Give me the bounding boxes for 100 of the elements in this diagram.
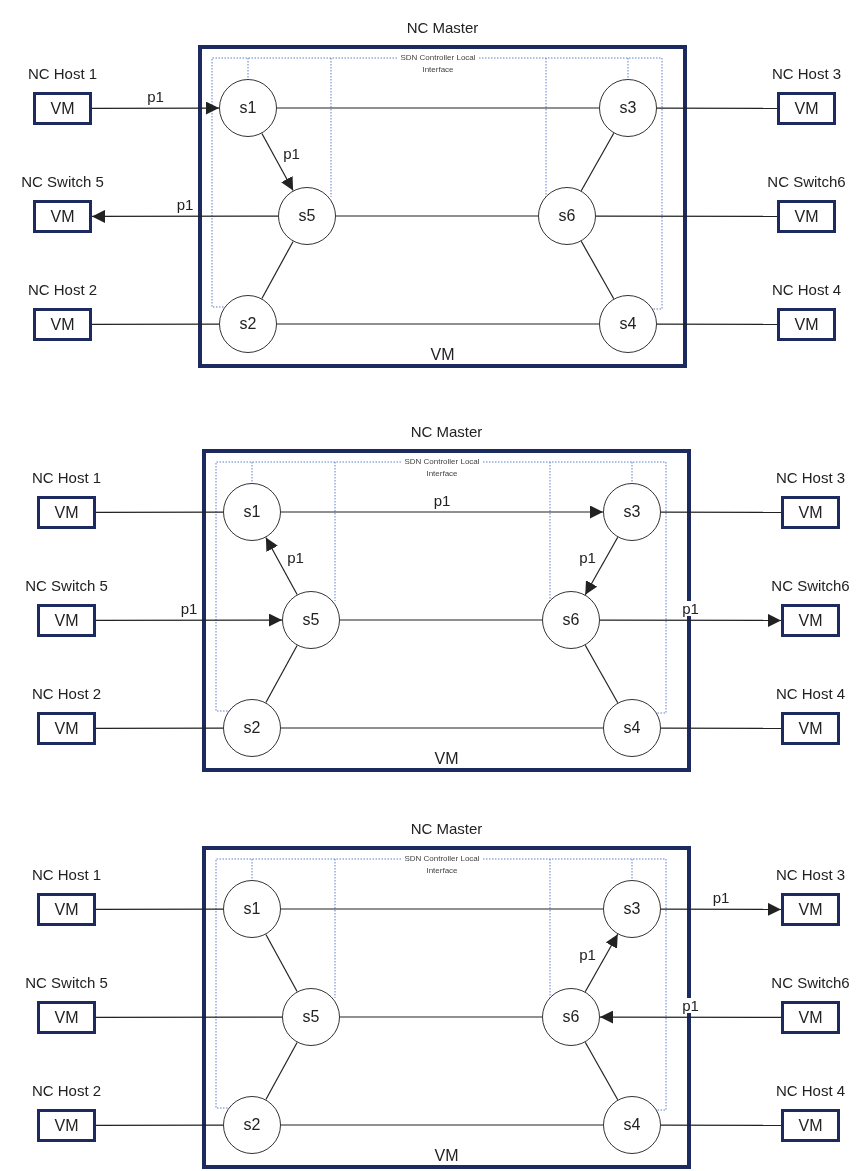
node-label: VM [54,611,79,630]
node-label: s4 [619,315,637,333]
connector [656,107,778,109]
node-label: VM [798,1116,823,1135]
node-heading: NC Master [410,423,483,440]
connector [580,240,615,300]
node-label: s4 [623,1116,641,1134]
node-label: s4 [623,719,641,737]
connector [280,505,604,519]
connector [276,107,600,109]
node-label: VM [798,719,823,738]
node-heading: NC Switch 5 [21,173,104,190]
connector [91,323,220,326]
node-heading: NC Host 1 [31,866,102,883]
node-label: VM [798,611,823,630]
node-label: s5 [302,611,320,629]
connector [339,1016,543,1018]
node-label: VM [798,1008,823,1027]
node-label: VM [50,315,75,334]
node-label: VM [798,503,823,522]
node-heading: NC Master [406,19,479,36]
node-label: VM [54,503,79,522]
node-label: VM [434,1147,459,1165]
node-label: VM [430,346,455,364]
connector [660,902,782,916]
connector [265,536,298,596]
node-heading: NC Host 2 [31,1082,102,1099]
node-heading: NC Host 1 [31,469,102,486]
node-label: s3 [623,503,641,521]
node-label: s1 [239,99,257,117]
connector [584,644,619,704]
node-heading: NC Master [410,820,483,837]
edge-label: p1 [282,146,301,162]
node-label: s2 [243,719,261,737]
edge-label: p1 [578,947,597,963]
connector [584,536,619,596]
connector [339,619,543,621]
node-label: VM [50,207,75,226]
connector [95,908,224,910]
connector [280,727,604,729]
connector [261,132,294,192]
node-label: s6 [562,1008,580,1026]
connector [584,933,619,993]
connector [276,323,600,325]
node-label: s2 [243,1116,261,1134]
node-label: VM [434,750,459,768]
connector [599,1010,782,1024]
node-label: VM [54,900,79,919]
node-heading: NC Host 1 [27,65,98,82]
connector [660,1124,782,1126]
connector [595,215,778,218]
node-heading: NC Switch6 [771,974,850,991]
connector [265,933,298,993]
node-label: s1 [243,503,261,521]
edge-label: p1 [711,890,731,906]
connector [656,323,778,326]
node-label: s2 [239,315,257,333]
node-heading: NC Host 3 [775,866,846,883]
node-label: VM [54,719,79,738]
node-heading: NC Host 3 [775,469,846,486]
connector [95,511,224,513]
edge-label: p1 [578,550,597,566]
edge-label: p1 [681,998,700,1014]
node-label: s6 [558,207,576,225]
connector [95,613,283,627]
connector [95,727,224,729]
node-heading: NC Switch 5 [25,974,108,991]
connector [280,908,604,910]
connector [280,1124,604,1126]
connector [660,511,782,513]
edge-label: p1 [432,493,452,508]
connector [599,613,782,627]
node-label: VM [798,900,823,919]
node-label: s3 [623,900,641,918]
node-label: s6 [562,611,580,629]
node-label: s5 [298,207,316,225]
node-heading: NC Switch6 [771,577,850,594]
node-heading: NC Host 4 [775,1082,846,1099]
connector [261,240,294,300]
connector [91,209,279,223]
node-label: s5 [302,1008,320,1026]
node-label: VM [50,99,75,118]
edge-label: p1 [286,550,305,566]
node-heading: NC Switch 5 [25,577,108,594]
node-label: VM [794,207,819,226]
connector [95,1016,283,1019]
node-heading: NC Host 3 [771,65,842,82]
node-label: VM [54,1008,79,1027]
node-heading: NC Host 4 [775,685,846,702]
node-label: VM [794,315,819,334]
node-heading: NC Switch6 [767,173,846,190]
connector [335,215,539,217]
node-heading: NC Host 2 [31,685,102,702]
connector [580,132,615,192]
connector [584,1041,619,1101]
connector [95,1124,224,1126]
edge-label: p1 [146,89,165,105]
node-heading: NC Host 4 [771,281,842,298]
connector [91,101,220,115]
connector [265,1041,298,1101]
